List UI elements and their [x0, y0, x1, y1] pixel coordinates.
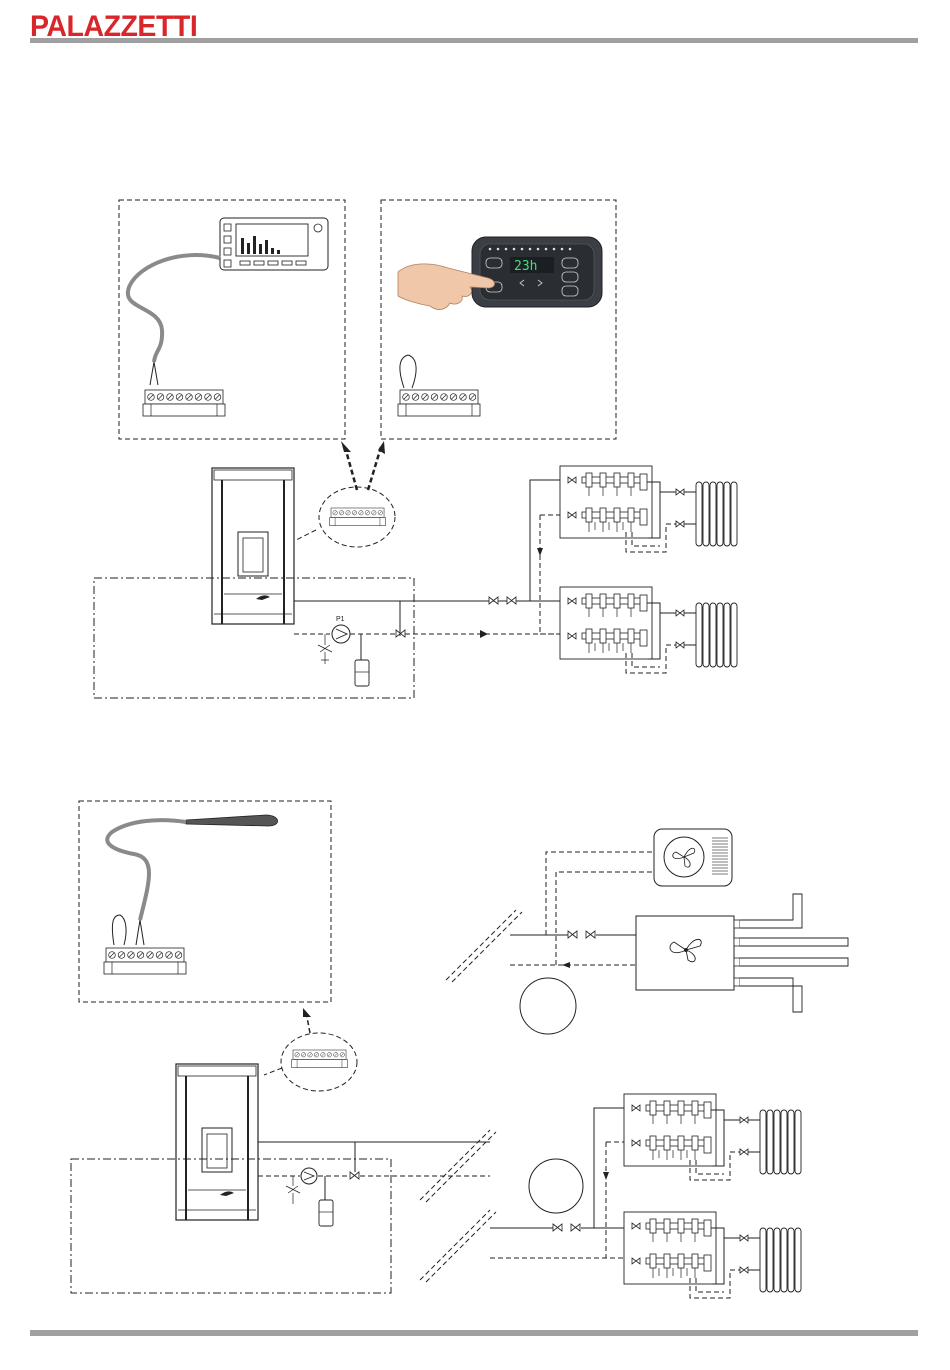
fan-coil-unit: [636, 894, 848, 1012]
display-readout: 23h: [514, 259, 537, 274]
expansion-tank-bottom: [319, 1200, 333, 1226]
pump-label: P1: [336, 616, 345, 623]
pellet-stove-top: [212, 468, 294, 624]
manifold-radiator-2: [560, 587, 737, 673]
room-circle-2: [529, 1159, 583, 1213]
manifold-radiator-4: [624, 1212, 801, 1298]
terminal-block-probe: [104, 948, 186, 974]
expansion-tank-top: [355, 660, 369, 686]
terminal-block-stove: [398, 390, 480, 416]
remote-cable: [128, 255, 220, 362]
circulation-pump-2: [301, 1168, 317, 1184]
outdoor-heat-pump-unit: [654, 829, 732, 886]
pellet-stove-bottom: [176, 1064, 258, 1220]
manifold-radiator-3: [624, 1094, 801, 1180]
room-control-panel: [220, 218, 328, 270]
room-circle-1: [520, 978, 576, 1034]
temperature-probe: [186, 815, 278, 826]
stove-control-display: 23h: [472, 237, 602, 307]
circulation-pump: P1: [332, 616, 350, 643]
terminal-block-remote: [143, 390, 225, 416]
manifold-radiator-1: [560, 466, 737, 552]
probe-cable: [107, 820, 186, 920]
